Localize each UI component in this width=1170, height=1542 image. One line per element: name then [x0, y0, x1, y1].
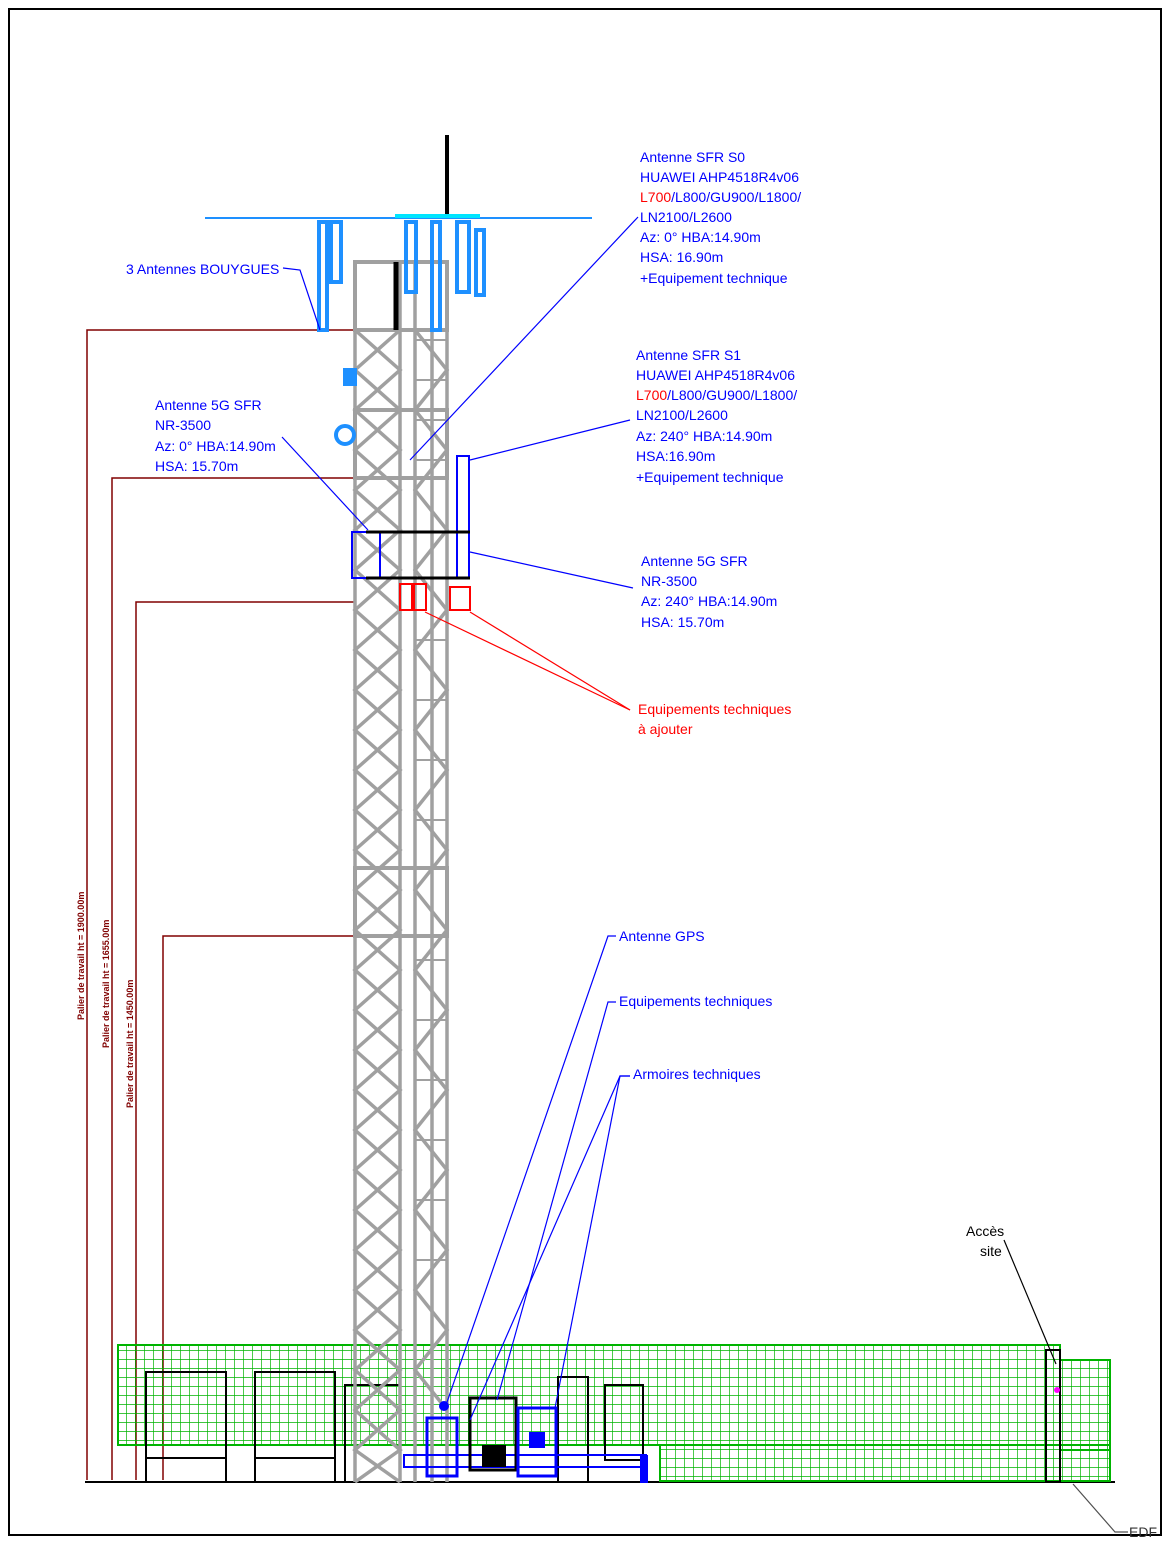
- label-5g-right-line3: Az: 240° HBA:14.90m: [641, 593, 777, 609]
- label-sfr-s0-line3: L700/L800/GU900/L1800/: [640, 189, 801, 205]
- label-5g-left-line2: NR-3500: [155, 417, 211, 433]
- label-5g-right-line1: Antenne 5G SFR: [641, 553, 748, 569]
- label-equip: Equipements techniques: [619, 993, 772, 1009]
- lattice-tower: [352, 260, 450, 1484]
- label-sfr-s1-line5: Az: 240° HBA:14.90m: [636, 428, 772, 444]
- label-gps: Antenne GPS: [619, 928, 705, 944]
- label-sfr-s1-line1: Antenne SFR S1: [636, 347, 741, 363]
- working-level-lines: [86, 329, 355, 1480]
- label-sfr-s0-l700: L700: [640, 189, 671, 205]
- label-5g-left-line3: Az: 0° HBA:14.90m: [155, 438, 276, 454]
- label-sfr-s1-l700: L700: [636, 387, 667, 403]
- top-antennas: [205, 135, 592, 446]
- drawing-frame: [8, 8, 1162, 1536]
- label-equip-add-line1: Equipements techniques: [638, 701, 791, 717]
- label-sfr-s0-line6: HSA: 16.90m: [640, 249, 723, 265]
- label-sfr-s0-line7: +Equipement technique: [640, 270, 788, 286]
- label-sfr-s1-line7: +Equipement technique: [636, 469, 784, 485]
- label-sfr-s1-bands: /L800/GU900/L1800/: [667, 387, 797, 403]
- label-sfr-s0-line4: LN2100/L2600: [640, 209, 732, 225]
- leader-lines: [281, 216, 1128, 1533]
- label-acces-line2: site: [980, 1243, 1002, 1259]
- shelters: [145, 1349, 1061, 1483]
- label-sfr-s0-line5: Az: 0° HBA:14.90m: [640, 229, 761, 245]
- label-sfr-s1-line3: L700/L800/GU900/L1800/: [636, 387, 797, 403]
- label-armoires: Armoires techniques: [633, 1066, 761, 1082]
- sfr-antennas: [351, 455, 470, 580]
- label-edf: EDF: [1129, 1524, 1157, 1540]
- label-5g-right-line2: NR-3500: [641, 573, 697, 589]
- label-palier-1655: Palier de travail ht = 1655.00m: [101, 920, 111, 1048]
- label-sfr-s0-bands: /L800/GU900/L1800/: [671, 189, 801, 205]
- label-palier-1900: Palier de travail ht = 1900.00m: [76, 892, 86, 1020]
- label-bouygues: 3 Antennes BOUYGUES: [126, 261, 279, 277]
- ground-equipment: [403, 1396, 648, 1483]
- label-acces-line1: Accès: [966, 1223, 1004, 1239]
- label-palier-1450: Palier de travail ht = 1450.00m: [125, 980, 135, 1108]
- label-sfr-s1-line4: LN2100/L2600: [636, 407, 728, 423]
- label-5g-right-line4: HSA: 15.70m: [641, 614, 724, 630]
- label-sfr-s0-line2: HUAWEI AHP4518R4v06: [640, 169, 799, 185]
- label-5g-left-line4: HSA: 15.70m: [155, 458, 238, 474]
- acces-marker: [1054, 1387, 1060, 1393]
- red-equipment: [399, 583, 471, 611]
- label-5g-left-line1: Antenne 5G SFR: [155, 397, 262, 413]
- label-sfr-s1-line2: HUAWEI AHP4518R4v06: [636, 367, 795, 383]
- label-sfr-s1-line6: HSA:16.90m: [636, 448, 715, 464]
- label-equip-add-line2: à ajouter: [638, 721, 693, 737]
- label-sfr-s0-line1: Antenne SFR S0: [640, 149, 745, 165]
